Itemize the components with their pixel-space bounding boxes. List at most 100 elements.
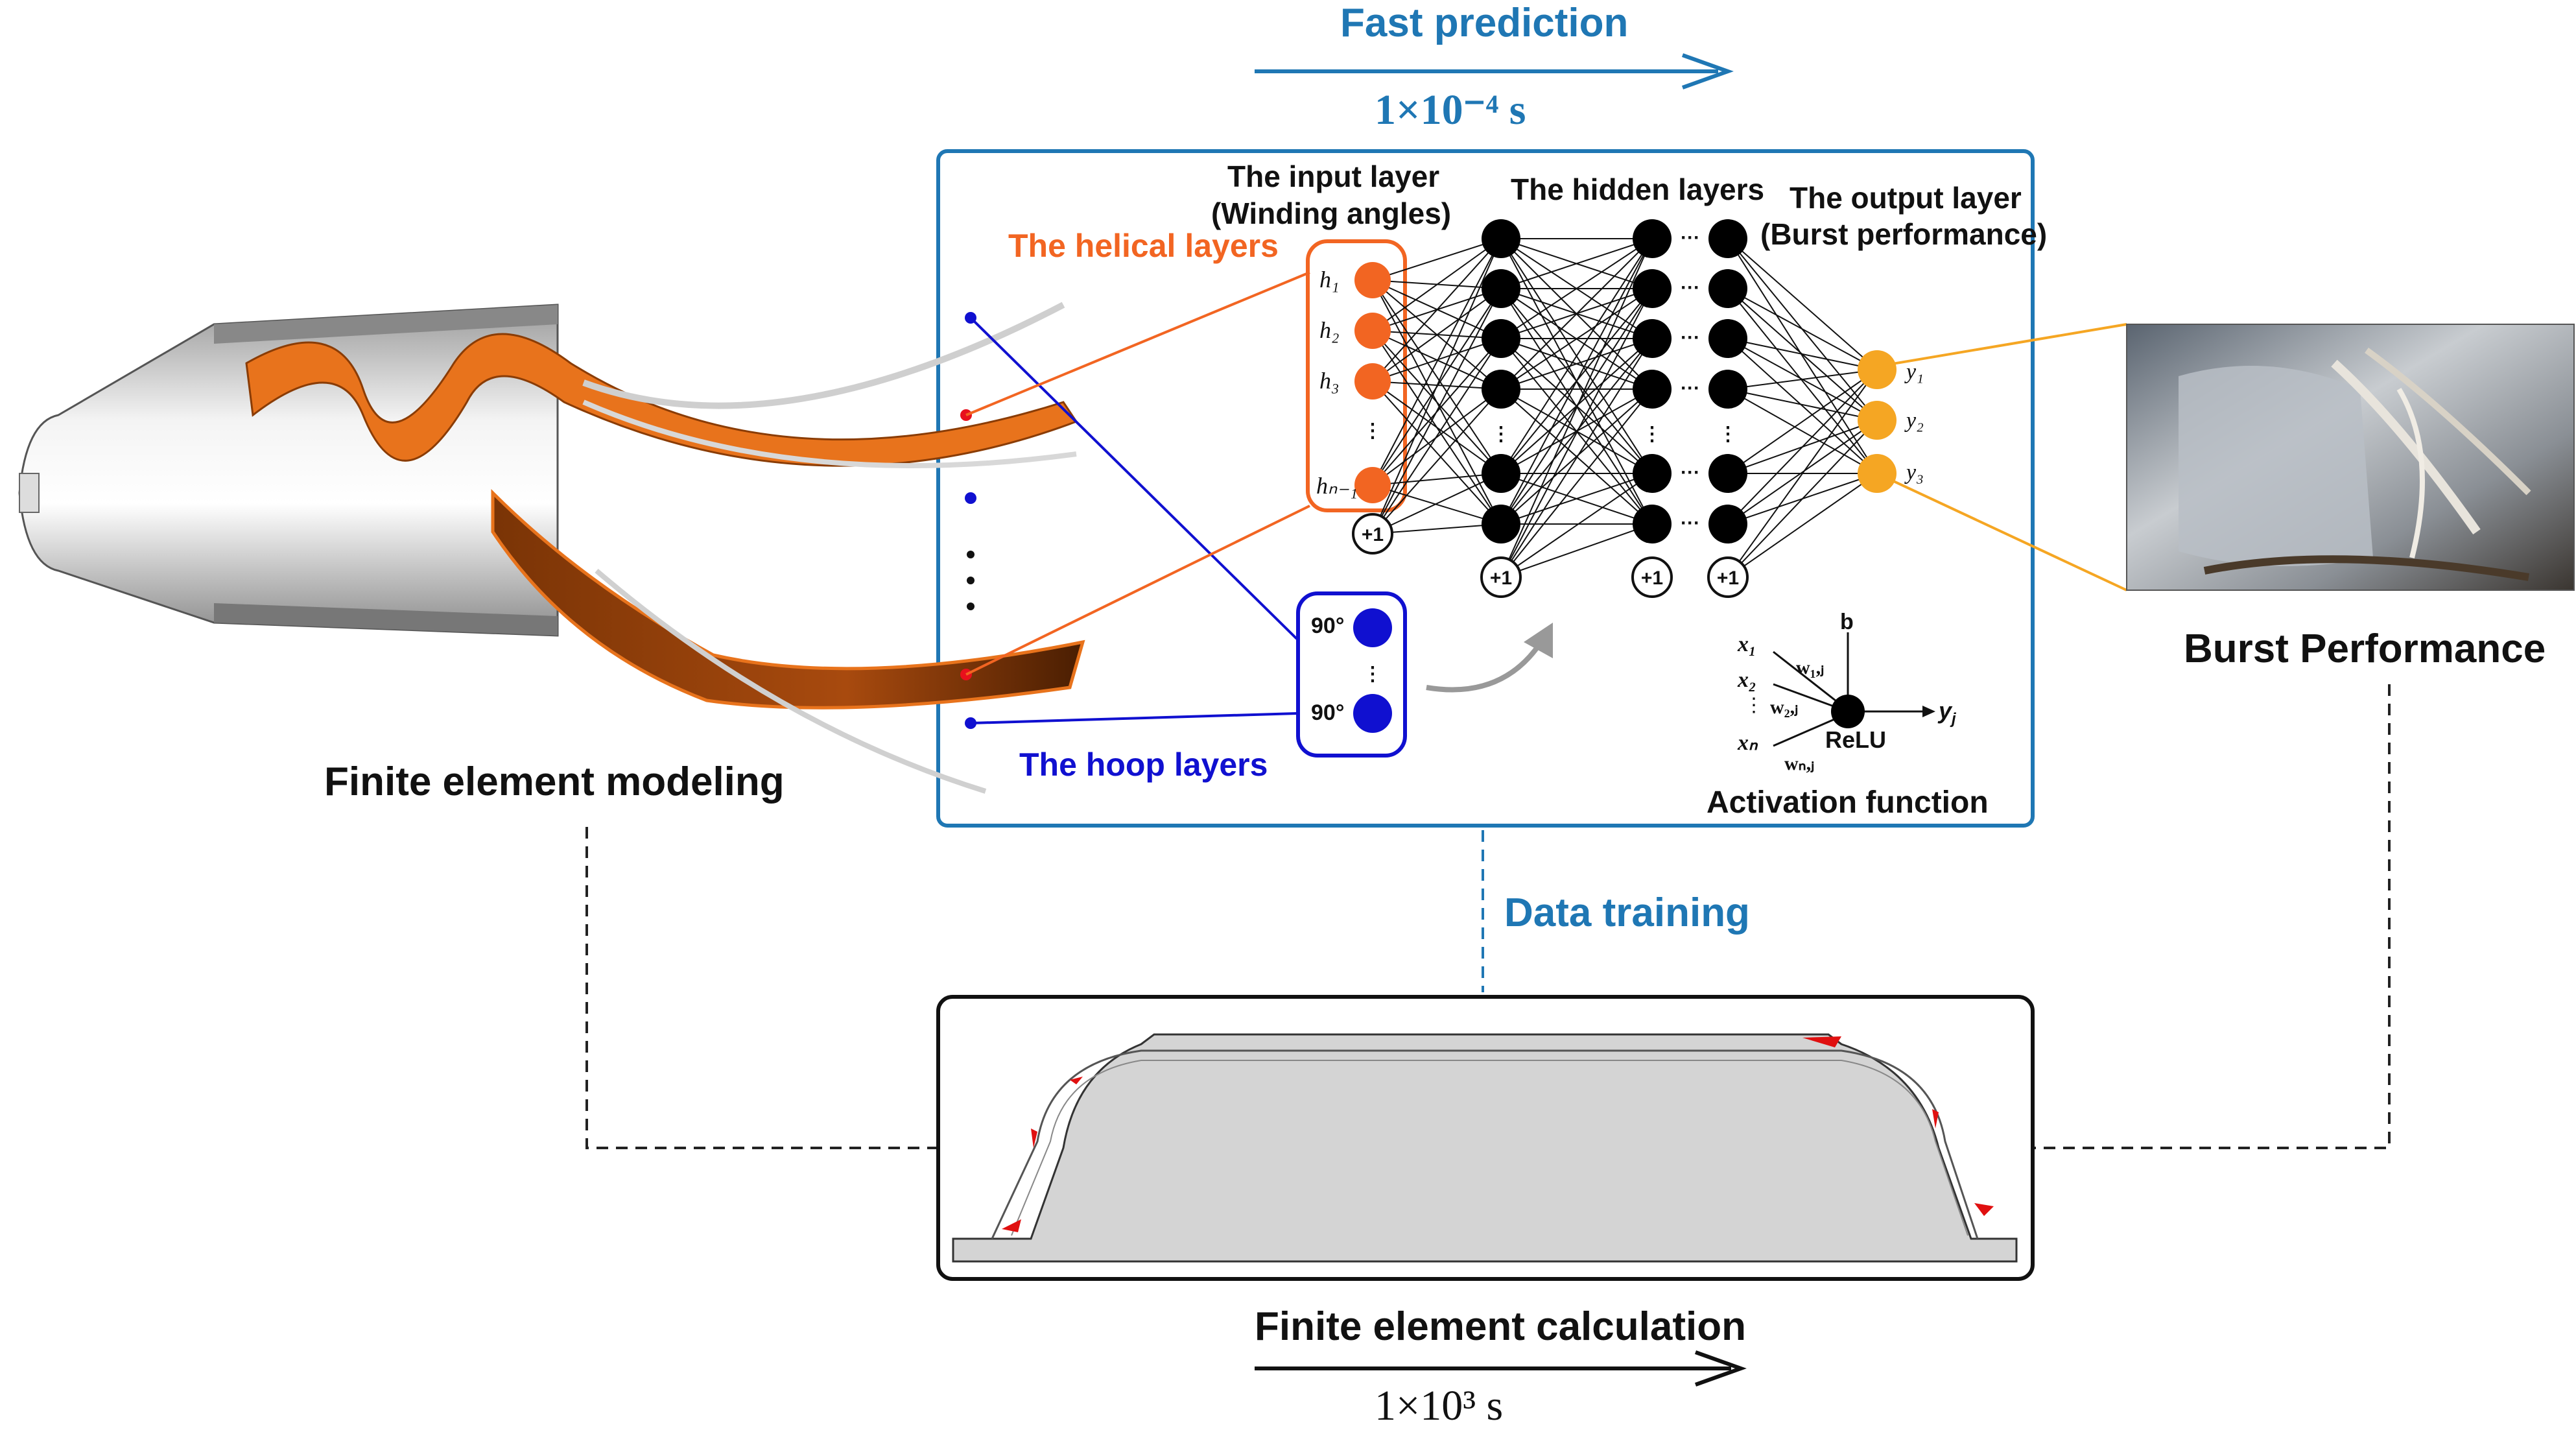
network-nodes: +1+1+1+1⋮⋮⋮⋮⋮·················· [1352, 219, 1897, 733]
fe-calculation-arrowhead [1694, 1350, 1747, 1387]
edge-hidden1-hidden2 [1500, 473, 1653, 525]
hidden-node [1708, 219, 1747, 258]
hoop-layers-label: The hoop layers [1019, 746, 1268, 783]
edge-input-hidden1 [1372, 338, 1502, 534]
edge-hidden3-output [1727, 338, 1878, 370]
edge-hidden3-output [1727, 369, 1878, 474]
helical-layers-label: The helical layers [1008, 228, 1279, 264]
hidden-node [1708, 269, 1747, 308]
edge-hidden1-hidden2 [1500, 288, 1653, 525]
hidden-node [1482, 505, 1520, 543]
output-label-y3: y₃ [1906, 460, 1924, 484]
hoop-node-label-1: 90° [1311, 614, 1345, 638]
layer-indicators [960, 271, 1310, 729]
helical-node-label-2: h₂ [1319, 317, 1340, 343]
edge-input-hidden1 [1372, 238, 1502, 486]
hidden-node [1708, 319, 1747, 358]
finite-element-calculation-time: 1×10³ s [1375, 1382, 1504, 1429]
hoop-ellipsis: ⋮ [1363, 663, 1382, 685]
edge-input-hidden1 [1372, 238, 1502, 534]
bias-node-input [1352, 513, 1393, 555]
bias-node-hidden [1707, 556, 1749, 598]
dashed-connectors [585, 684, 2391, 1149]
edge-hidden3-output [1727, 369, 1878, 525]
edge-input-hidden1 [1372, 238, 1502, 331]
burst-photo [2126, 324, 2575, 591]
input-node-helical [1354, 313, 1391, 349]
fast-prediction-label: Fast prediction [1340, 1, 1629, 45]
weight-w1-label: w₁,ⱼ [1796, 657, 1825, 678]
output-yj-text: y [1939, 697, 1952, 724]
edge-hidden3-output [1727, 420, 1878, 578]
edge-input-hidden1 [1372, 288, 1502, 382]
hoop-input-group [1296, 591, 1407, 758]
edge-hidden1-hidden2 [1500, 238, 1653, 339]
input-ellipsis: ⋮ [1744, 695, 1764, 716]
input-x2-label: x₂ [1738, 668, 1756, 692]
edge-hidden1-hidden2 [1500, 288, 1653, 578]
hoop-node-label-2: 90° [1311, 700, 1345, 725]
finite-element-calculation-label: Finite element calculation [1255, 1304, 1746, 1349]
output-label-y1: y₁ [1906, 360, 1924, 384]
horizontal-ellipsis: ··· [1681, 377, 1700, 399]
output-yj-subscript: j [1952, 710, 1956, 728]
edge-hidden1-hidden2 [1500, 473, 1653, 578]
horizontal-ellipsis: ··· [1681, 512, 1700, 534]
vertical-ellipsis: ⋮ [1363, 420, 1382, 442]
input-node-helical [1354, 467, 1391, 503]
vertical-ellipsis: ⋮ [1718, 424, 1738, 445]
edge-hidden1-hidden2 [1500, 238, 1653, 525]
hidden-node [1708, 370, 1747, 409]
horizontal-ellipsis: ··· [1681, 327, 1700, 348]
finite-element-modeling-label: Finite element modeling [324, 759, 785, 804]
weight-wn-label: wₙ,ⱼ [1784, 753, 1815, 774]
hidden-node [1482, 370, 1520, 409]
tank-model [18, 304, 559, 637]
edge-hidden3-output [1727, 338, 1878, 474]
bias-node-hidden [1480, 556, 1522, 598]
horizontal-ellipsis: ··· [1681, 277, 1700, 298]
vertical-ellipsis: ⋮ [1491, 424, 1511, 445]
edge-hidden3-output [1727, 238, 1878, 474]
bias-b-label: b [1840, 610, 1854, 634]
edge-hidden1-hidden2 [1500, 238, 1653, 390]
input-node-helical [1354, 262, 1391, 298]
edge-hidden1-hidden2 [1500, 338, 1653, 390]
curved-flow-arrow [1426, 637, 1546, 693]
hidden-node [1482, 269, 1520, 308]
edge-hidden1-hidden2 [1500, 388, 1653, 525]
edge-hidden1-hidden2 [1500, 238, 1653, 289]
data-training-label: Data training [1504, 890, 1750, 935]
edge-hidden1-hidden2 [1500, 388, 1653, 578]
burst-performance-label: Burst Performance [2184, 626, 2546, 671]
output-layer-title: The output layer [1790, 181, 2022, 215]
input-x1-label: x₁ [1738, 632, 1756, 656]
output-node [1858, 350, 1897, 389]
helical-strips [245, 302, 1085, 794]
hidden-node [1633, 370, 1672, 409]
edge-input-hidden1 [1372, 473, 1502, 534]
edge-hidden3-output [1727, 388, 1878, 421]
weight-w2-label: w₂,ⱼ [1770, 697, 1799, 718]
bias-node-input-label: +1 [1362, 524, 1384, 545]
edge-hidden3-output [1727, 388, 1878, 474]
output-label-y2: y₂ [1906, 409, 1924, 433]
hidden-node [1482, 219, 1520, 258]
edge-hidden1-hidden2 [1500, 338, 1653, 525]
fe-calculation-frame [936, 995, 2035, 1281]
edge-input-hidden1 [1372, 523, 1502, 534]
hidden-node [1633, 319, 1672, 358]
input-node-hoop [1353, 608, 1392, 647]
edge-input-hidden1 [1372, 338, 1502, 382]
vertical-ellipsis: ⋮ [1642, 424, 1662, 445]
edge-hidden1-hidden2 [1500, 523, 1653, 578]
edge-hidden1-hidden2 [1500, 338, 1653, 578]
bias-node-hidden-label: +1 [1641, 567, 1663, 589]
edge-hidden3-output [1727, 369, 1878, 578]
relu-label: ReLU [1825, 726, 1887, 753]
hidden-layers-title: The hidden layers [1511, 173, 1765, 206]
edge-hidden1-hidden2 [1500, 238, 1653, 474]
fast-prediction-arrowhead [1681, 53, 1734, 90]
bias-node-hidden-label: +1 [1717, 567, 1739, 589]
